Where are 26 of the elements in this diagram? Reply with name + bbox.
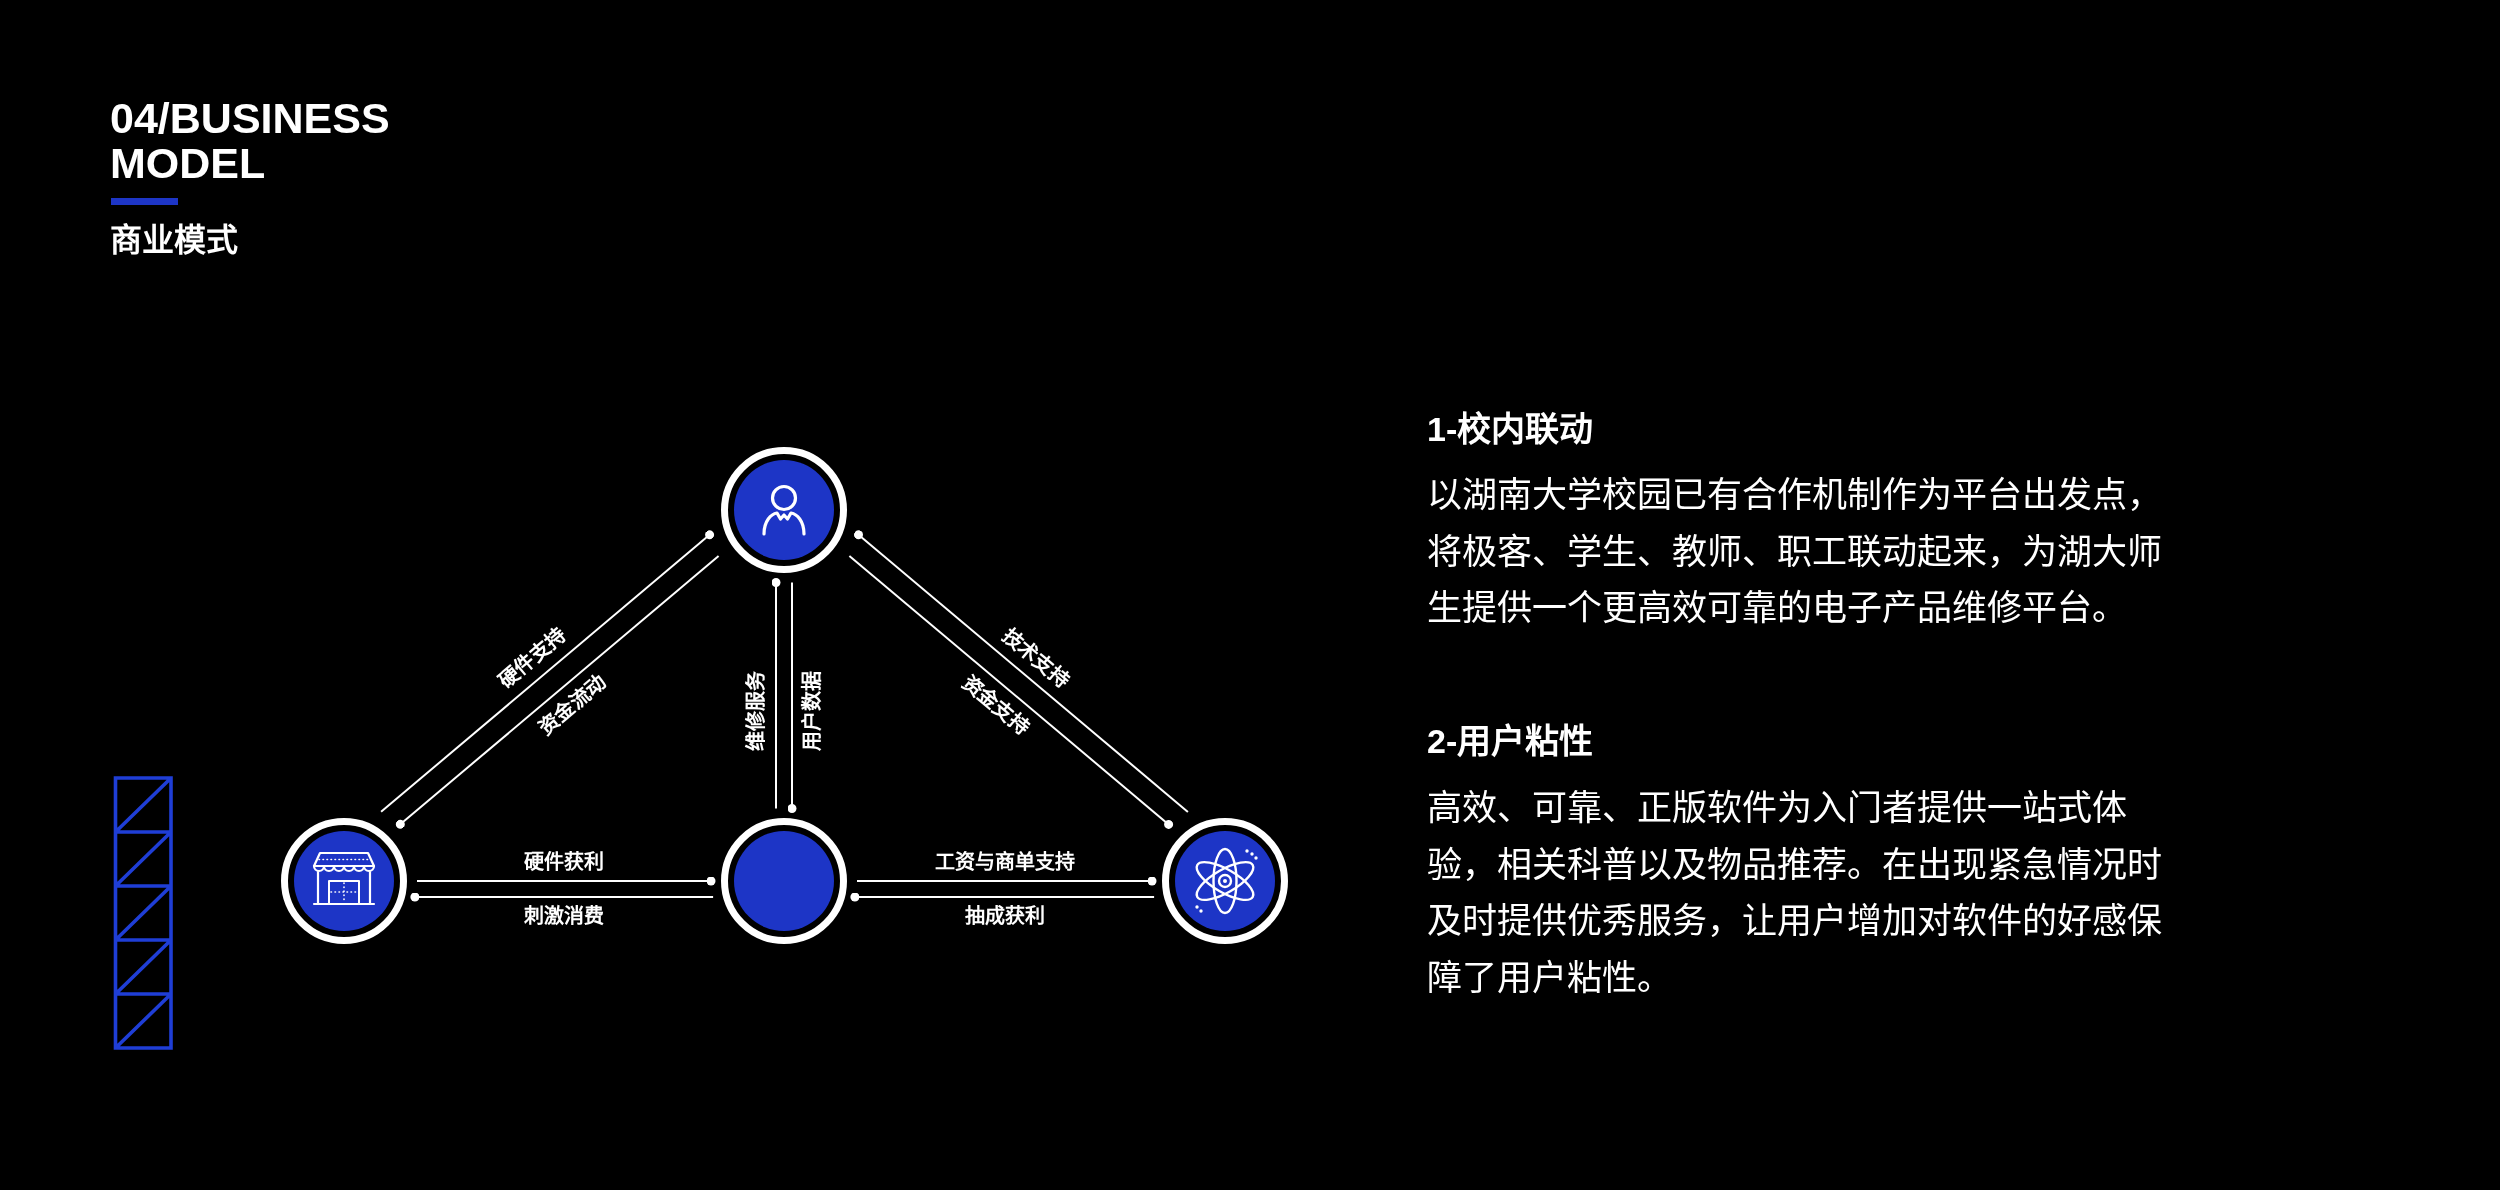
connector-line bbox=[787, 581, 797, 813]
ring-circle bbox=[1162, 818, 1288, 944]
connector-line bbox=[416, 876, 716, 886]
connector-line bbox=[850, 892, 1156, 902]
connector-line bbox=[380, 530, 715, 813]
connector-line bbox=[771, 578, 781, 810]
paragraph: 高效、可靠、正版软件为入门者提供一站式体验，相关科普以及物品推荐。在出现紧急情况时及时提供优秀服务，让用户增加对软件的好感保障了用户粘性。 bbox=[1427, 787, 2163, 999]
edge-label: 工资与商单支持 bbox=[934, 850, 1075, 874]
connector-line bbox=[848, 554, 1174, 829]
title: 04/BUSINESS MODEL bbox=[110, 96, 391, 186]
ring-circle bbox=[721, 818, 847, 944]
subtitle: 商业模式 bbox=[110, 221, 238, 259]
connector-line bbox=[410, 892, 715, 902]
ring-circle bbox=[281, 818, 407, 944]
section-heading: 2-用户粘性 bbox=[1427, 721, 1594, 761]
connector-line bbox=[854, 530, 1189, 813]
section-heading: 1-校内联动 bbox=[1427, 409, 1594, 449]
edge-label: 维修服务 bbox=[744, 670, 768, 751]
edge-label: 硬件获利 bbox=[524, 850, 604, 874]
connector-line bbox=[856, 876, 1157, 886]
paragraph: 以湖南大学校园已有合作机制作为平台出发点，将极客、学生、教师、职工联动起来，为湖大师生提供一个更高效可靠的电子产品维修平台。 bbox=[1427, 474, 2163, 629]
connector-line bbox=[395, 555, 720, 829]
edge-label: 刺激消费 bbox=[524, 904, 604, 928]
edge-label: 用户数据 bbox=[800, 670, 824, 751]
edge-label: 抽成获利 bbox=[964, 904, 1045, 928]
ring-circle bbox=[721, 447, 847, 573]
